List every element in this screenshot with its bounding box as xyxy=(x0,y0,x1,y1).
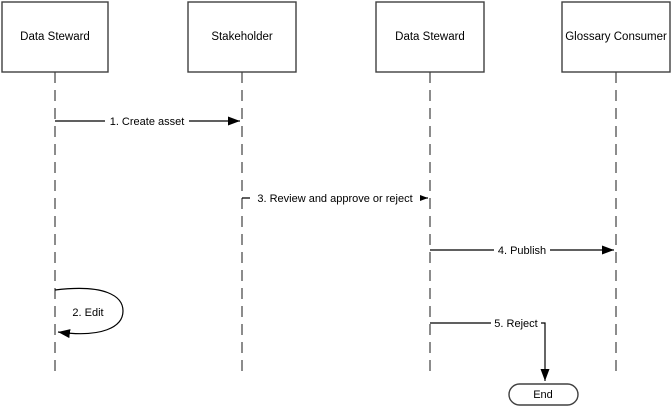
actor-label: Glossary Consumer xyxy=(565,31,667,43)
actor-box xyxy=(375,1,485,73)
message-label: 5. Reject xyxy=(494,318,537,330)
message-publish: 4. Publish xyxy=(430,243,614,257)
message-label-bg xyxy=(105,114,189,128)
message-label-bg xyxy=(491,316,541,330)
message-label-bg xyxy=(494,243,550,257)
actor-label: Data Steward xyxy=(395,31,465,43)
actor-box xyxy=(187,1,297,73)
actor-data-steward-right: Data Steward xyxy=(375,1,485,73)
actor-glossary-consumer: Glossary Consumer xyxy=(561,1,671,73)
end-terminator-label: End xyxy=(533,389,553,401)
end-terminator-shape xyxy=(508,383,579,406)
actor-stakeholder: Stakeholder xyxy=(187,1,297,73)
message-edit-self-loop: 2. Edit xyxy=(54,287,124,339)
message-reject: 5. Reject xyxy=(430,316,550,381)
message-label: 1. Create asset xyxy=(110,116,185,128)
actor-box xyxy=(561,1,671,73)
actor-data-steward-left: Data Steward xyxy=(1,1,109,73)
actor-box xyxy=(1,1,109,73)
message-label-bg xyxy=(250,191,420,205)
end-terminator: End xyxy=(508,383,579,406)
message-label: 3. Review and approve or reject xyxy=(257,193,412,205)
message-arrow xyxy=(430,322,550,381)
actor-label: Data Steward xyxy=(20,31,90,43)
message-arrow xyxy=(54,287,124,339)
message-label: 2. Edit xyxy=(72,307,103,319)
message-review-approve-reject: 3. Review and approve or reject xyxy=(242,191,428,205)
actor-label: Stakeholder xyxy=(211,31,273,43)
message-label: 4. Publish xyxy=(498,245,546,257)
message-create-asset: 1. Create asset xyxy=(55,114,240,128)
